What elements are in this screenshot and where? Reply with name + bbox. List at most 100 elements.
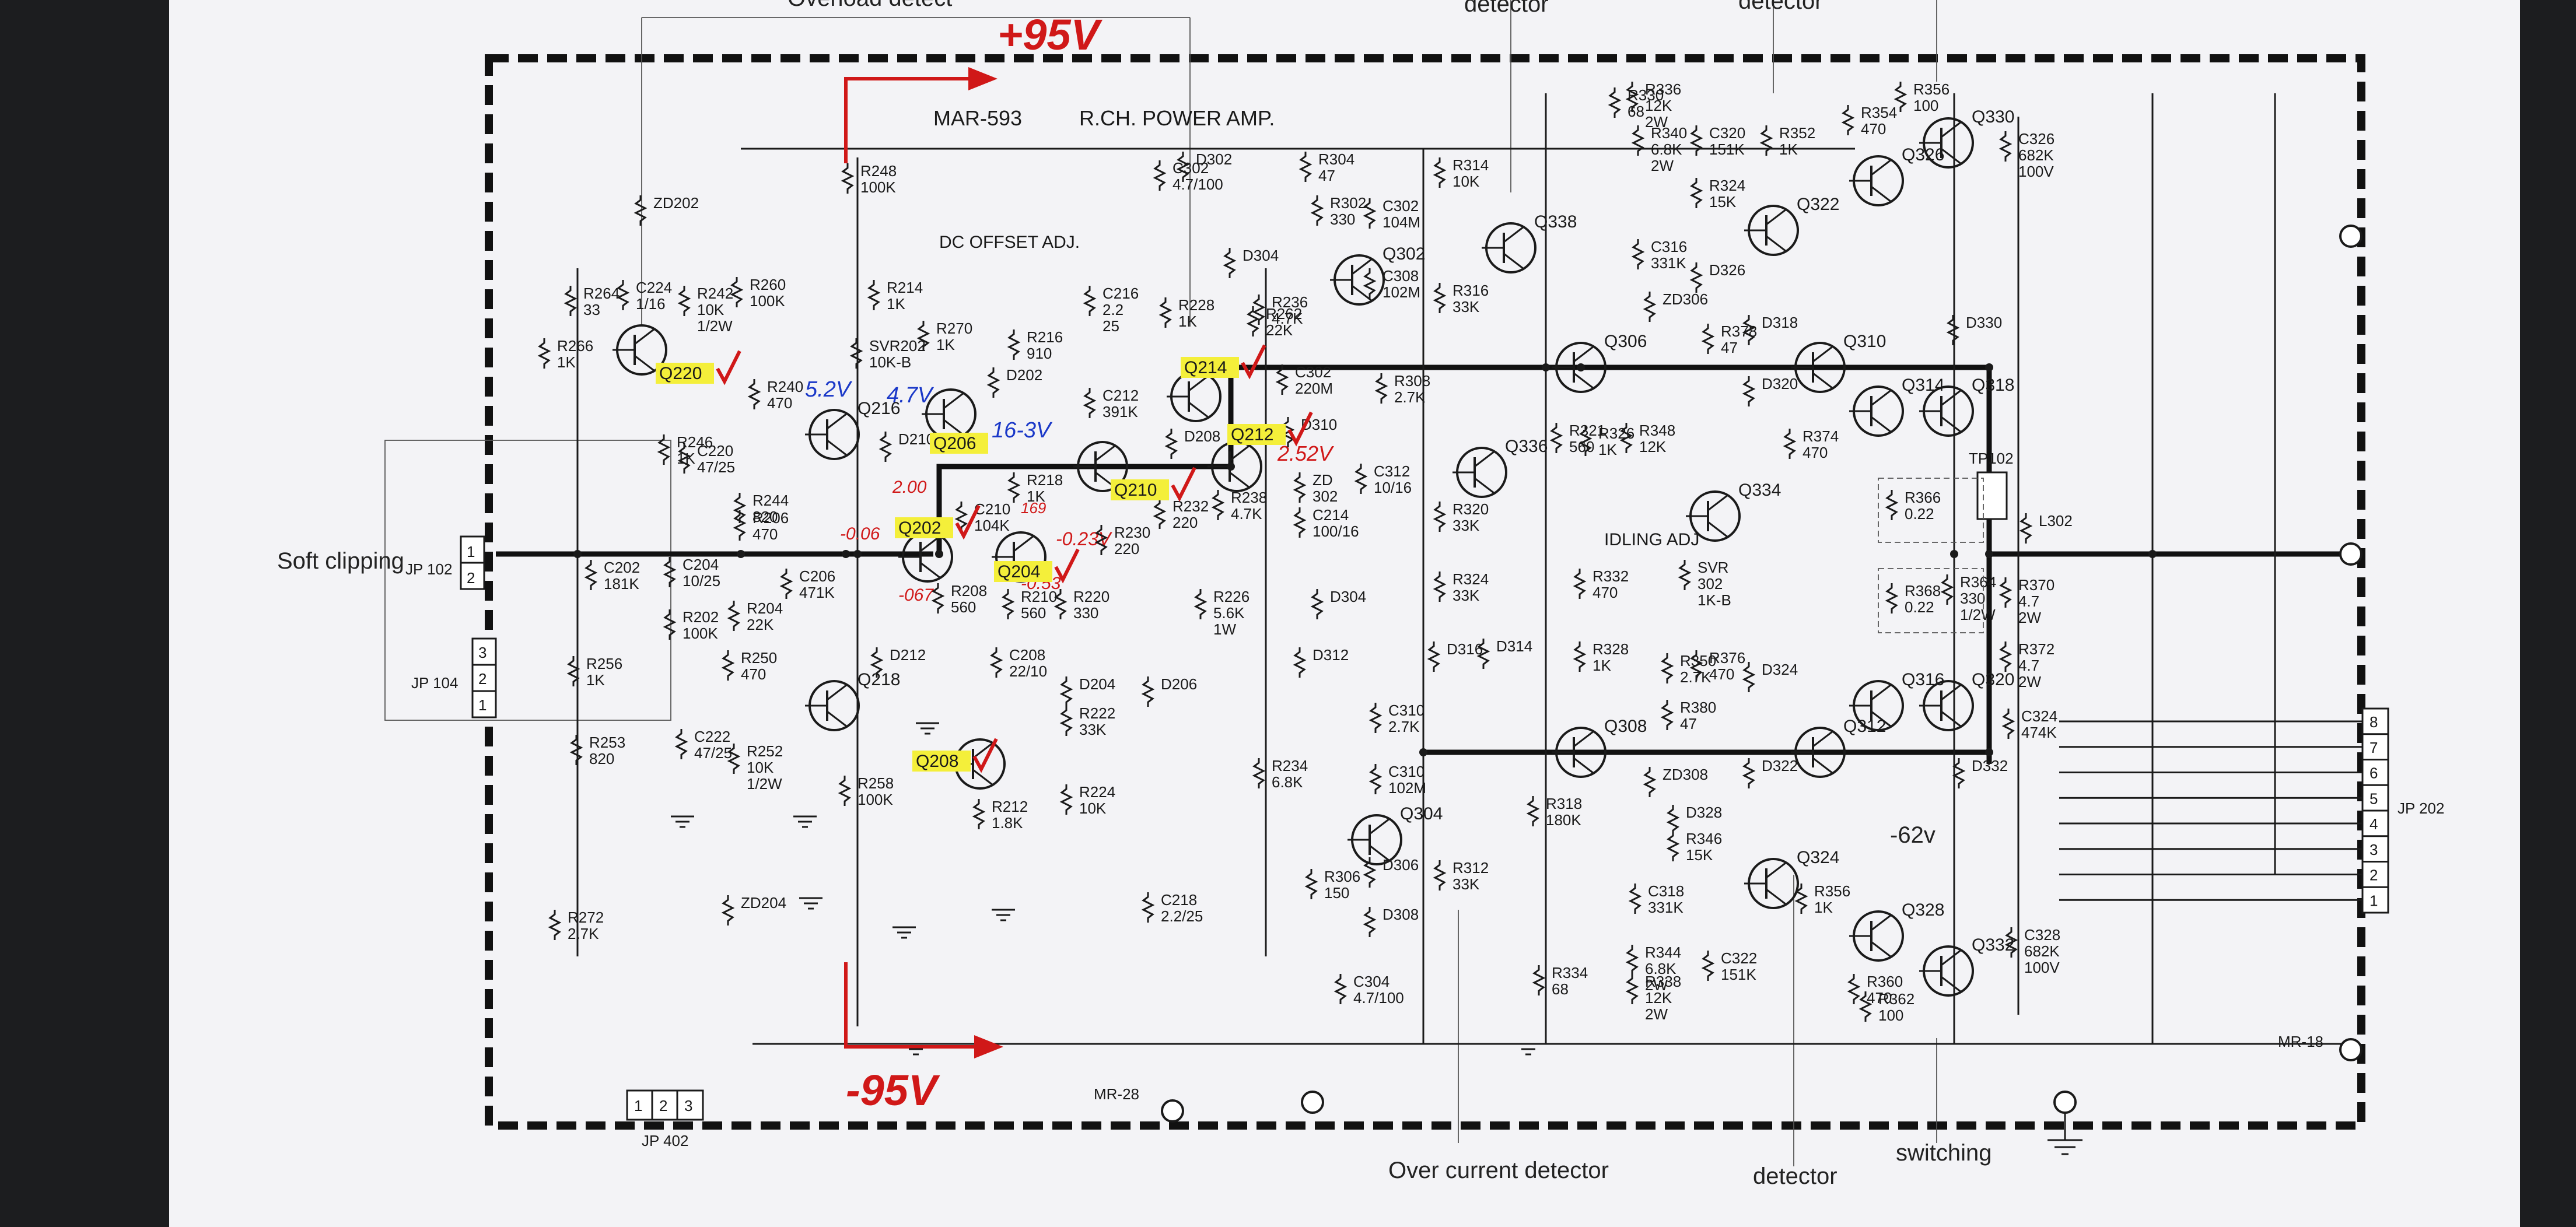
jp202-pin-7: 7 [2370,739,2378,756]
transistor-label-q336: Q336 [1505,437,1548,456]
svg-text:R218: R218 [1027,471,1063,489]
jp202-pin-6: 6 [2370,765,2378,782]
jp202-pin-3: 3 [2370,841,2378,858]
svg-text:330: 330 [1073,604,1098,622]
svg-text:R252: R252 [747,742,783,760]
transistor-q306: Q306 [1552,332,1647,393]
mr28-terminal: MR-28 [1094,1085,1184,1123]
dc-offset-label: DC OFFSET ADJ. [939,233,1080,252]
svg-text:R212: R212 [992,798,1028,815]
transistor-q308: Q308 [1552,717,1647,778]
component-d212: D212 [870,646,926,678]
svg-text:C310: C310 [1388,702,1424,719]
svg-text:C216: C216 [1102,285,1139,302]
svg-text:R224: R224 [1079,783,1115,801]
minus95-arrow [844,962,974,1049]
svg-text:1K: 1K [1592,657,1611,674]
svg-text:910: 910 [1027,345,1052,362]
svg-text:D314: D314 [1496,637,1532,655]
svg-text:C312: C312 [1374,462,1410,480]
switching-annotation: switching [1896,1140,1992,1166]
svg-text:4.7K: 4.7K [1231,505,1262,523]
component-d210: D210 [878,430,935,462]
component-d316: D316 [1427,640,1483,672]
check-mark-q208 [972,738,998,773]
transistor-label-q326: Q326 [1902,145,1944,164]
component-d332: D332 [1952,757,2008,788]
svg-text:820: 820 [752,508,778,525]
svg-text:D330: D330 [1966,314,2002,331]
jp104-pin-3: 3 [478,644,487,661]
jp402-pin-3: 3 [684,1097,692,1114]
transistor-q302: Q302 [1330,244,1425,306]
junction-dot [1985,550,1993,558]
svg-text:R202: R202 [682,608,719,626]
highlight-q220 [656,363,714,384]
jp402-pin-2: 2 [659,1097,667,1114]
diagram-subtitle: R.CH. POWER AMP. [1079,106,1275,130]
svg-text:R372: R372 [2018,640,2054,658]
svg-text:C328: C328 [2024,926,2060,944]
transistor-label-q204: Q204 [998,562,1040,581]
transistor-label-q206: Q206 [933,434,976,453]
svg-text:2W: 2W [1645,976,1668,994]
jp202-pin-5: 5 [2370,790,2378,807]
transistor-label-q322: Q322 [1797,195,1839,214]
svg-text:R334: R334 [1552,964,1588,981]
svg-text:R368: R368 [1905,582,1941,600]
transistor-label-q328: Q328 [1902,900,1944,920]
svg-text:R244: R244 [752,492,789,509]
svg-text:ZD306: ZD306 [1662,290,1708,308]
transistor-q220: Q220 [612,324,741,385]
svg-text:10K: 10K [697,301,724,318]
jp102-connector: 1 2 JP 102 [405,535,485,590]
minus95-arrowhead [974,1035,1003,1058]
svg-text:R376: R376 [1709,649,1745,667]
svg-text:4.7/100: 4.7/100 [1172,176,1223,193]
svg-text:C206: C206 [799,567,835,585]
component-zd204: ZD204 [721,894,786,925]
transistor-label-q202: Q202 [898,518,941,538]
svg-text:R316: R316 [1452,282,1489,299]
svg-text:R356: R356 [1814,882,1850,900]
svg-text:C308: C308 [1382,267,1419,285]
terminal-output [2339,542,2362,566]
svg-text:C322: C322 [1721,949,1757,967]
svg-text:R214: R214 [887,279,923,296]
svg-text:1K: 1K [586,671,605,689]
transistor-label-q208: Q208 [916,752,958,771]
transistor-label-q320: Q320 [1972,670,2014,689]
svg-text:C302: C302 [1172,159,1209,177]
jp202-pin-2: 2 [2370,867,2378,884]
junction-dot [1985,363,1993,371]
tp102-testpoint: TP102 [1969,450,2014,520]
svg-text:R210: R210 [1021,588,1057,605]
svg-text:C302: C302 [1382,197,1419,215]
svg-text:100V: 100V [2024,959,2060,976]
transistor-label-q220: Q220 [659,364,702,383]
soft-clipping-annotation: Soft clipping [277,548,404,574]
schematic-diagram: MAR-593 R.CH. POWER AMP. DC OFFSET ADJ. … [277,0,2444,1189]
jp102-pin-2: 2 [467,569,475,587]
terminal-ground [2053,1091,2077,1114]
svg-text:C208: C208 [1009,646,1045,664]
check-mark-q212 [1287,411,1313,447]
svg-text:R240: R240 [767,378,803,395]
component-d306: D306 [1363,856,1419,888]
highlight-q212 [1227,424,1286,445]
svg-text:330: 330 [1960,590,1985,607]
transistor-q320: Q320 [1919,670,2014,731]
